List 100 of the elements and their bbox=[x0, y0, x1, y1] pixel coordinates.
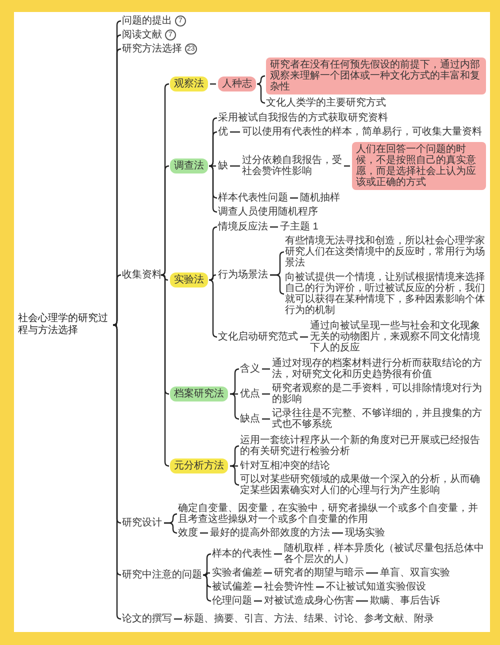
topic-pill: 人种志 bbox=[218, 76, 256, 92]
connector-line bbox=[256, 75, 266, 85]
topic-label: 缺 bbox=[218, 160, 228, 172]
connector-line bbox=[160, 274, 170, 467]
topic-label: 社会赞许性 bbox=[264, 582, 314, 592]
topic-label: 通过对现存的档案材料进行分析而获取结论的方法，对研究文化和历史趋势很有价值 bbox=[272, 358, 486, 380]
topic-label: 文化人类学的主要研究方式 bbox=[266, 98, 386, 108]
connector-line bbox=[112, 274, 122, 326]
connector-line bbox=[210, 165, 216, 167]
topic-label: 不让被试知道实验假设 bbox=[326, 582, 426, 592]
connector-line bbox=[200, 532, 208, 534]
topic-label: 确定自变量、因变量，在实验中，研究者操纵一个或多个自变量，并且考查这些操纵对一个或多个自变量的作用 bbox=[178, 503, 486, 525]
topic-label: 采用被试自我报告的方式获取研究资料 bbox=[218, 112, 388, 124]
connector-line bbox=[300, 336, 308, 338]
connector-line bbox=[230, 445, 240, 467]
connector-line bbox=[230, 465, 238, 467]
connector-line bbox=[316, 586, 324, 588]
topic-label: 实验者偏差 bbox=[212, 568, 262, 578]
topic-label: 缺点 bbox=[240, 414, 260, 424]
topic-label: 文化启动研究范式 bbox=[218, 332, 298, 342]
connector-line bbox=[230, 393, 238, 395]
topic-pill: 档案研究法 bbox=[170, 386, 228, 402]
topic-label: 单盲、双盲实验 bbox=[380, 568, 450, 578]
topic-label: 随机抽样 bbox=[300, 192, 340, 204]
connector-line bbox=[210, 83, 216, 85]
connector-line bbox=[210, 274, 216, 281]
topic-label: 有些情境无法寻找和创造，所以社会心理学家研究人们在这类情境中的反应时，常用行为场景法 bbox=[285, 236, 488, 268]
topic-label: 记录往往是不完整、不够详细的，并且搜集的方式也不够系统 bbox=[272, 408, 486, 430]
topic-label: 可以使用有代表性的样本，简单易行，可收集大量资料 bbox=[242, 126, 482, 138]
connector-line bbox=[230, 465, 240, 486]
topic-label: 标题、摘要、引言、方法、结果、讨论、参考文献、附录 bbox=[184, 614, 434, 624]
connector-line bbox=[254, 586, 262, 588]
connector-line bbox=[230, 368, 240, 395]
topic-label: 含义 bbox=[240, 364, 260, 374]
topic-label: 研究者观察的是二手资料，可以排除情境对行为的影响 bbox=[272, 383, 486, 405]
note-box: 研究者在没有任何预先假设的前提下，通过内部观察来理解一个团体或一种文化方式的丰富和复杂性 bbox=[266, 58, 486, 94]
connector-line bbox=[230, 165, 240, 167]
topic-label: 现场实验 bbox=[345, 528, 385, 538]
connector-line bbox=[262, 418, 270, 420]
connector-line bbox=[208, 226, 218, 281]
connector-line bbox=[366, 572, 378, 574]
topic-pill: 观察法 bbox=[170, 76, 208, 92]
topic-label: 调查人员使用随机程序 bbox=[218, 206, 318, 218]
topic-label: 欺瞒、事后告诉 bbox=[370, 596, 440, 606]
connector-line bbox=[208, 131, 218, 167]
connector-line bbox=[274, 553, 282, 555]
topic-label: 过分依赖自我报告，受社会赞许性影响 bbox=[242, 155, 342, 177]
connector-line bbox=[208, 279, 218, 338]
topic-label: 针对互相冲突的结论 bbox=[240, 460, 330, 472]
topic-label: 样本的代表性 bbox=[212, 548, 272, 560]
connector-line bbox=[204, 572, 210, 576]
connector-line bbox=[344, 165, 350, 167]
connector-line bbox=[256, 83, 266, 104]
topic-label: 研究中注意的问题 bbox=[122, 570, 202, 580]
topic-label: 可以对某些研究领域的成果做一个深入的分析，从而确定某些因素确实对人们的心理与行为产生影响 bbox=[240, 474, 486, 496]
topic-label: 研究者的期望与暗示 bbox=[274, 568, 364, 578]
topic-pill: 元分析方法 bbox=[170, 458, 228, 474]
topic-label: 效度 bbox=[178, 528, 198, 538]
topic-label: 向被试提供一个情境，让别试根据情境来选择自己的行为评价，听过被试反应的分析，我们就可以获得在某种情境下，多种因素影响个体行为的机制 bbox=[285, 272, 488, 316]
topic-label: 运用一套统计程序从一个新的角度对已开展或已经报告的有关研究进行检验分析 bbox=[240, 435, 486, 457]
topic-label: 收集资料 bbox=[122, 270, 162, 280]
topic-label: 被试偏差 bbox=[212, 582, 252, 592]
topic-label: 伦理问题 bbox=[212, 596, 252, 606]
topic-label: 优 bbox=[218, 126, 228, 138]
topic-label: 最好的提高外部效度的方法 bbox=[210, 528, 330, 538]
topic-label: 样本代表性问题 bbox=[218, 192, 288, 204]
topic-label: 随机取样，样本异质化（被试尽量包括总体中各个层次的人） bbox=[284, 543, 486, 565]
central-topic: 社会心理学的研究过程与方法选择 bbox=[18, 313, 115, 337]
connector-line bbox=[208, 165, 218, 213]
topic-label: 阅读文献 bbox=[122, 30, 162, 40]
topic-pill: 调查法 bbox=[170, 158, 208, 174]
topic-label: 论文的撰写 bbox=[122, 614, 172, 624]
connector-line bbox=[164, 522, 178, 534]
topic-label: 通过向被试呈现一些与社会和文化现象无关的动物图片，来观察不同文化情境下人的反应 bbox=[310, 320, 488, 354]
topic-label: 研究方法选择 bbox=[122, 44, 182, 54]
topic-label: 研究设计 bbox=[122, 518, 162, 528]
topic-label: 行为场景法 bbox=[218, 270, 268, 280]
connector-line bbox=[270, 226, 278, 228]
connector-line bbox=[262, 368, 270, 370]
topic-label: 优点 bbox=[240, 388, 260, 400]
topic-pill: 实验法 bbox=[170, 272, 208, 288]
connector-line bbox=[202, 553, 212, 576]
connector-line bbox=[160, 165, 170, 276]
note-box: 人们在回答一个问题的时候，不是按照自己的真实意愿，而是选择社会上认为应该或正确的方式 bbox=[352, 142, 486, 190]
topic-label: 子主题 1 bbox=[280, 222, 318, 232]
connector-line bbox=[162, 274, 168, 281]
connector-line bbox=[332, 532, 343, 534]
connector-line bbox=[230, 393, 240, 420]
connector-line bbox=[262, 393, 270, 395]
connector-line bbox=[254, 600, 262, 602]
topic-label: 问题的提出 bbox=[122, 16, 172, 26]
topic-label: 对被试造成身心伤害 bbox=[264, 596, 354, 606]
connector-line bbox=[230, 131, 240, 133]
connector-line bbox=[202, 574, 212, 602]
connector-line bbox=[264, 572, 272, 574]
connector-line bbox=[290, 197, 298, 199]
connector-line bbox=[270, 274, 285, 295]
connector-line bbox=[356, 600, 368, 602]
connector-line bbox=[174, 618, 182, 620]
topic-label: 情境反应法 bbox=[218, 222, 268, 232]
